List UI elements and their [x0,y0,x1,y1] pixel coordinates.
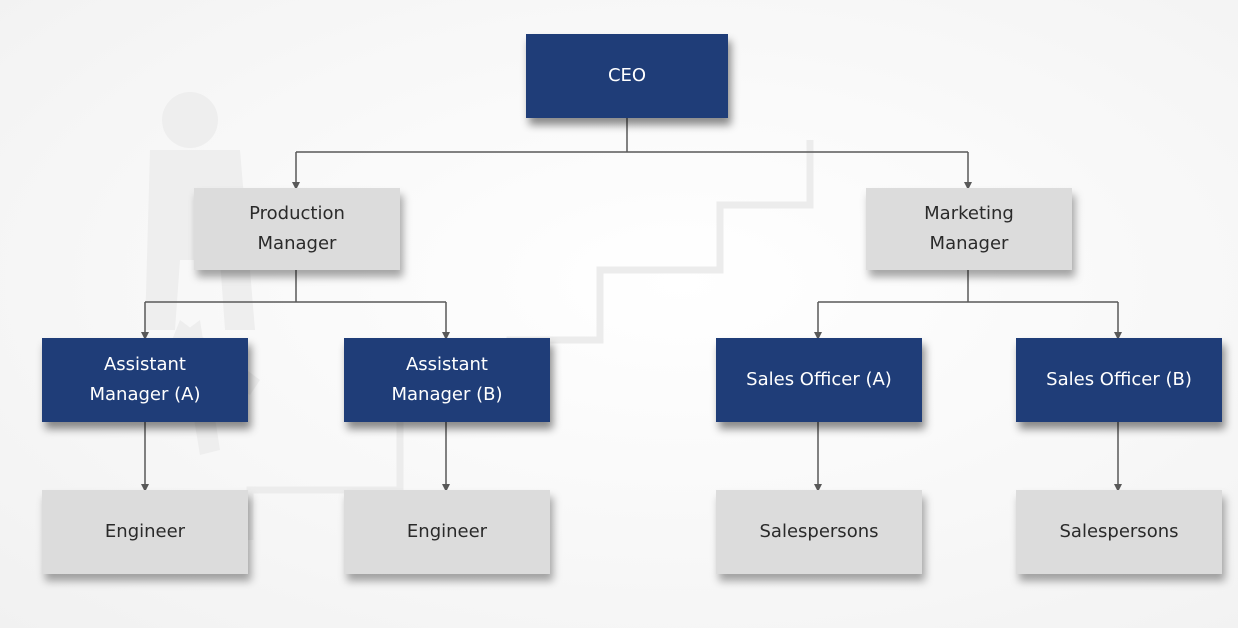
node-ceo: CEO [526,34,728,118]
node-production-manager: Production Manager [194,188,400,270]
node-engineer-a: Engineer [42,490,248,574]
node-sales-officer-a: Sales Officer (A) [716,338,922,422]
node-salespersons-b: Salespersons [1016,490,1222,574]
node-assistant-manager-b: Assistant Manager (B) [344,338,550,422]
node-marketing-manager: Marketing Manager [866,188,1072,270]
node-sales-officer-b: Sales Officer (B) [1016,338,1222,422]
node-engineer-b: Engineer [344,490,550,574]
node-salespersons-a: Salespersons [716,490,922,574]
node-assistant-manager-a: Assistant Manager (A) [42,338,248,422]
